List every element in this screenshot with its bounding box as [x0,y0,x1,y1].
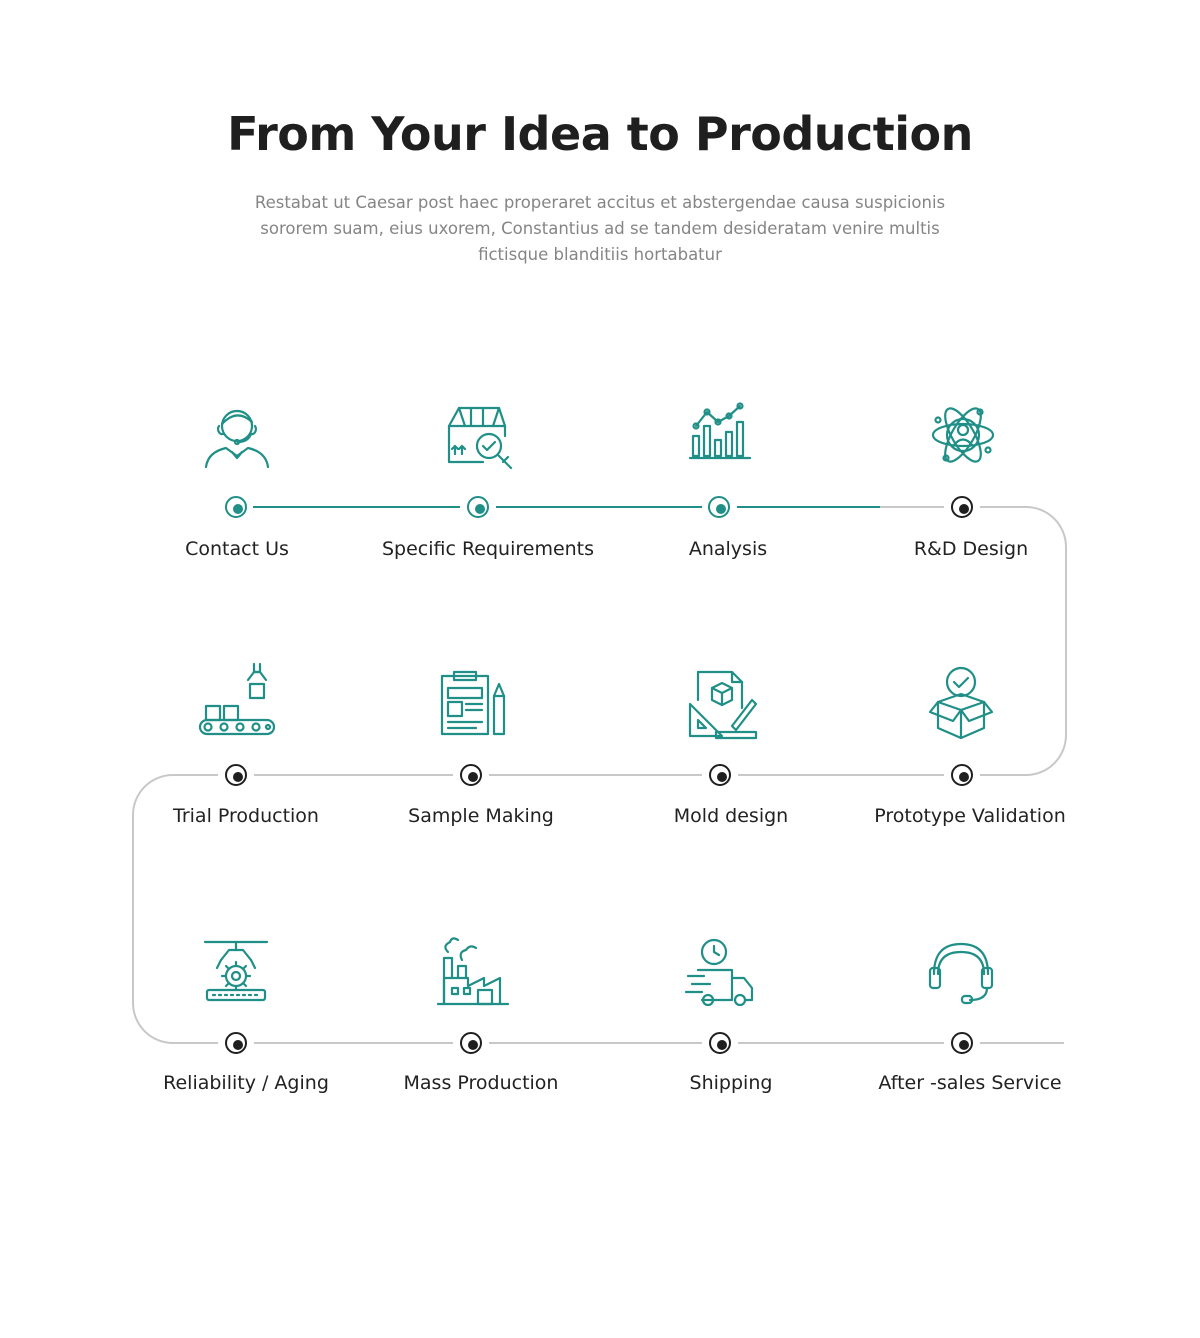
step-label: Analysis [688,538,768,560]
delivery-truck-icon [676,930,766,1020]
blueprint-ruler-icon [676,660,766,750]
step-label: Mold design [673,805,789,827]
track-connector [132,774,218,1044]
step-marker-active [708,496,730,518]
step-label: Reliability / Aging [163,1072,329,1094]
step-marker [460,764,482,786]
step-marker [460,1032,482,1054]
step-shipping: Shipping [611,1071,851,1095]
step-reliability-aging: Reliability / Aging [126,1071,366,1095]
conveyor-robot-arm-icon [192,658,282,748]
step-mold-design: Mold design [611,804,851,828]
factory-icon [428,930,518,1020]
step-label: Shipping [689,1072,773,1094]
step-marker [951,496,973,518]
step-marker [225,1032,247,1054]
step-mass-production: Mass Production [361,1071,601,1095]
step-label: Trial Production [173,805,319,827]
step-analysis: Analysis [608,537,848,561]
atom-user-icon [918,390,1008,480]
step-marker [225,764,247,786]
page-subtitle: Restabat ut Caesar post haec properaret … [254,193,946,264]
step-prototype-validation: Prototype Validation [850,804,1090,828]
step-specific-requirements: Specific Requirements [368,537,608,561]
step-marker-active [225,496,247,518]
step-marker-active [467,496,489,518]
step-after-sales-service: After -sales Service [850,1071,1090,1095]
step-label: Mass Production [403,1072,559,1094]
robot-gear-conveyor-icon [191,928,281,1018]
step-sample-making: Sample Making [361,804,601,828]
step-label: Sample Making [408,805,554,827]
step-marker [709,764,731,786]
step-label: R&D Design [913,538,1029,560]
headset-icon [916,928,1006,1018]
package-inspection-icon [437,396,527,486]
step-rd-design: R&D Design [851,537,1091,561]
step-label: Contact Us [185,538,289,560]
step-label: Specific Requirements [381,538,595,560]
step-trial-production: Trial Production [126,804,366,828]
customer-support-agent-icon [192,392,282,482]
bar-chart-analysis-icon [674,392,764,482]
step-label: After -sales Service [878,1072,1062,1094]
step-label: Prototype Validation [874,805,1066,827]
box-checkmark-icon [916,660,1006,750]
track-connector [980,506,1067,776]
step-contact-us: Contact Us [117,537,357,561]
step-marker [709,1032,731,1054]
step-marker [951,1032,973,1054]
page-title: From Your Idea to Production [227,107,973,161]
step-marker [951,764,973,786]
clipboard-pencil-icon [428,662,518,752]
